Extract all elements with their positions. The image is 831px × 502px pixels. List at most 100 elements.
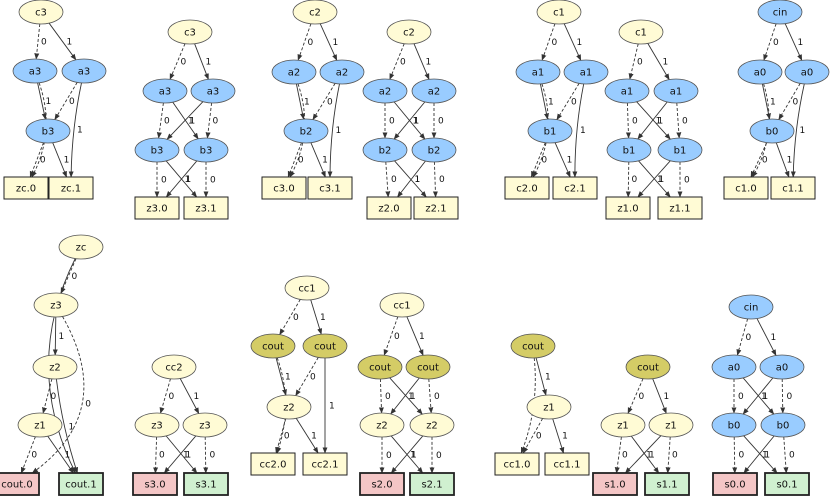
decision-ellipse [527,118,573,144]
edge-n11-n13: 0 [203,162,216,198]
edge-line [676,102,682,139]
edge-line [647,43,670,81]
decision-node-n66: z2 [359,412,405,438]
node-label: cout.1 [65,480,96,491]
node-label: cc1.0 [504,460,531,471]
decision-ellipse [357,354,403,380]
node-label: z3 [199,421,211,432]
decision-ellipse [737,59,783,85]
decision-ellipse [600,412,646,438]
edge-line [390,377,420,415]
edge-n48-n49: 0 [42,378,57,414]
decision-ellipse [183,137,229,163]
edge-label: 0 [773,38,779,48]
decision-node-n67: z2 [409,412,455,438]
edge-line [522,418,543,454]
edge-n66-n68: 0 [379,437,392,474]
decision-ellipse [134,412,180,438]
edge-label: 0 [684,175,690,185]
edge-n58-n60: 1 [275,357,291,396]
node-label: zc.1 [61,184,81,195]
decision-ellipse [405,354,451,380]
edge-line [276,357,287,454]
decision-node-n48: z2 [32,354,78,380]
edge-line [163,435,197,474]
edge-n54-n55: 1 [163,435,197,474]
terminal-node-n25: z2.0 [366,196,412,220]
decision-node-n1: c3 [18,0,64,25]
edge-line [552,418,565,454]
decision-ellipse [563,59,609,85]
terminal-box [544,452,590,476]
edge-n3-n6: 1 [68,82,83,178]
edge-line [194,43,209,80]
decision-node-n58: cout [250,333,296,359]
node-label: cc2 [165,363,182,374]
edge-line [397,160,426,198]
terminal-box [552,176,598,200]
node-label: cout.0 [1,480,32,491]
terminal-box [592,472,638,496]
edge-label: 0 [213,117,219,127]
decision-node-n14: c2 [292,0,338,25]
edge-n27-n28: 0 [541,23,558,61]
decision-ellipse [536,0,582,25]
edge-label: 0 [438,117,444,127]
edge-line [310,299,323,335]
edge-label: 1 [336,126,342,136]
terminal-node-n5: zc.0 [3,176,49,200]
node-label: cout [314,342,336,353]
terminal-box [261,176,307,200]
decision-node-n11: b3 [183,137,229,163]
edge-n57-n58: 0 [279,299,301,336]
edge-line [743,435,775,474]
edge-n43-n44: 0 [750,142,768,178]
node-label: s1.0 [604,480,625,491]
node-label: z1.1 [669,204,690,215]
edge-n67-n68: 1 [390,435,424,474]
node-label: zc [76,243,87,254]
node-label: z1.0 [617,204,638,215]
terminal-node-n32: c2.1 [552,176,598,200]
edge-n64-n67: 1 [389,377,423,415]
node-label: a3 [159,87,172,98]
node-label: s3.0 [144,480,165,491]
edge-line [153,436,159,474]
edge-line [385,161,391,198]
edge-label: 1 [663,58,669,68]
node-label: a0 [754,68,767,79]
edge-line [637,101,668,140]
edge-label: 1 [46,97,52,107]
edge-label: 1 [548,98,554,108]
edge-n65-n67: 0 [428,378,440,414]
node-label: a0 [728,363,741,374]
node-label: cin [744,303,759,314]
edge-line [780,378,786,414]
terminal-box [657,196,703,220]
edge-n15-n17: 1 [295,83,310,120]
edge-label: 1 [320,313,326,323]
node-label: a2 [379,87,392,98]
edge-line [535,357,547,396]
edge-line [390,435,424,474]
edge-n24-n25: 1 [397,160,426,198]
edge-label: 1 [761,392,767,402]
decision-node-n43: b0 [749,118,795,144]
edge-label: 1 [188,117,194,127]
edge-n48-n51: 1 [55,378,79,474]
decision-node-n17: b2 [283,118,329,144]
decision-ellipse [182,412,228,438]
decision-node-n65: cout [405,354,451,380]
edge-line [625,161,631,198]
decision-ellipse [302,333,348,359]
decision-node-n76: z1 [648,412,694,438]
decision-node-n23: b2 [362,137,408,163]
node-label: a2 [288,68,301,79]
edge-line [541,23,556,61]
edge-line [761,83,771,120]
decision-node-n28: a1 [515,59,561,85]
edge-n64-n66: 0 [378,378,391,414]
edge-line [393,101,426,140]
node-label: z3 [50,301,62,312]
edge-n71-n73: 1 [552,418,568,454]
